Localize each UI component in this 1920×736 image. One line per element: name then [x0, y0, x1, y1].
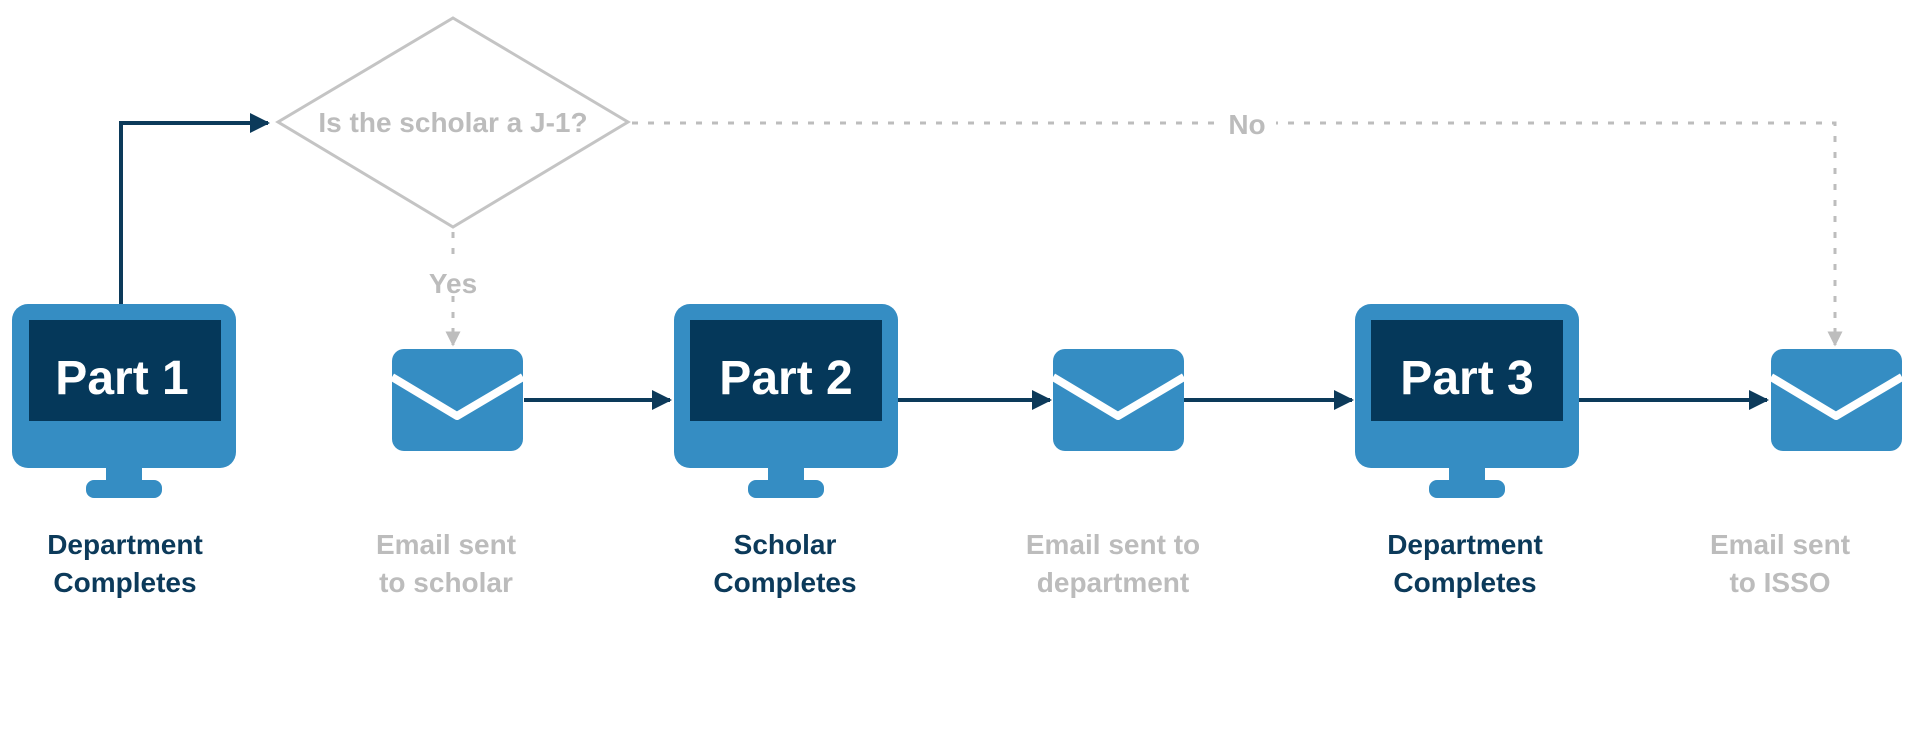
caption-line: Department	[47, 529, 203, 560]
decision-diamond	[275, 16, 631, 229]
email-to-department	[1050, 349, 1187, 451]
no-branch-line	[632, 121, 1843, 347]
caption-email3: Email sent to ISSO	[1650, 526, 1910, 602]
monitor-base	[1429, 480, 1505, 498]
monitor-screen	[1371, 320, 1563, 421]
envelope-flap	[1768, 373, 1905, 420]
monitor-screen	[690, 320, 882, 421]
yes-label: Yes	[429, 268, 477, 299]
caption-line: Email sent	[1709, 529, 1851, 560]
screen-label-part2: Part 2	[719, 352, 852, 405]
caption-email2: Email sent to department	[983, 526, 1243, 602]
computer-part2: Part 2	[674, 304, 898, 498]
caption-line: Email sent	[375, 529, 517, 560]
computer-part1: Part 1	[12, 304, 236, 498]
decision-question: Is the scholar a J-1?	[318, 107, 587, 138]
envelope-flap	[1050, 373, 1187, 420]
email-to-isso	[1768, 349, 1905, 451]
arrow-part1-to-decision	[119, 113, 270, 305]
caption-part1: Department Completes	[0, 526, 255, 602]
caption-line: department	[1036, 567, 1190, 598]
yes-label-bg	[418, 262, 488, 296]
monitor-base	[748, 480, 824, 498]
envelope-flap	[389, 373, 526, 420]
screen-label-part3: Part 3	[1400, 352, 1533, 405]
caption-email1: Email sent to scholar	[316, 526, 576, 602]
monitor-screen	[29, 320, 221, 421]
caption-line: Scholar	[733, 529, 837, 560]
envelope-icon	[392, 349, 523, 451]
no-label-bg	[1220, 106, 1276, 140]
monitor-base	[86, 480, 162, 498]
caption-part2: Scholar Completes	[655, 526, 915, 602]
caption-line: Department	[1387, 529, 1543, 560]
email-to-scholar	[389, 349, 526, 451]
screen-label-part1: Part 1	[55, 352, 188, 405]
caption-line: Completes	[713, 567, 857, 598]
envelope-icon	[1053, 349, 1184, 451]
caption-line: to scholar	[379, 567, 513, 598]
caption-part3: Department Completes	[1335, 526, 1595, 602]
no-label: No	[1228, 109, 1265, 140]
caption-line: to ISSO	[1729, 567, 1831, 598]
caption-line: Completes	[53, 567, 197, 598]
envelope-icon	[1771, 349, 1902, 451]
computer-part3: Part 3	[1355, 304, 1579, 498]
caption-line: Email sent to	[1025, 529, 1201, 560]
caption-line: Completes	[1393, 567, 1537, 598]
